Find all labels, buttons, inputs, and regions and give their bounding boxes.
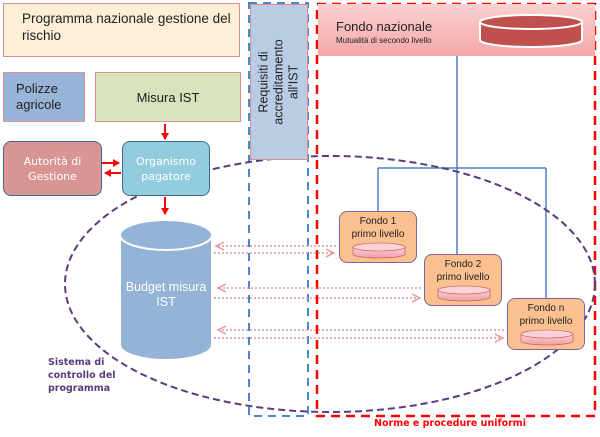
fondo-1-label-1: Fondo 1 (359, 216, 397, 227)
autorita-label-2: Gestione (28, 169, 77, 183)
organismo-label-2: pagatore (141, 169, 191, 183)
autorita-label-1: Autorità di (23, 154, 82, 168)
fondo-2-label-1: Fondo 2 (444, 259, 482, 270)
database-icon (479, 14, 583, 48)
organismo-label-1: Organismo (136, 154, 196, 168)
fondo-nazionale-box: Fondo nazionale Mutualità di secondo liv… (318, 4, 595, 56)
database-icon (520, 329, 574, 346)
budget-label: Budget misura IST (120, 280, 212, 310)
programma-label: Programma nazionale gestione del rischio (22, 11, 231, 43)
sistema-label-3: programma (48, 383, 111, 394)
programma-box: Programma nazionale gestione del rischio (3, 3, 240, 57)
organismo-pagatore-box: Organismo pagatore (122, 141, 210, 196)
polizze-box: Polizze agricole (3, 72, 85, 122)
autorita-gestione-box: Autorità di Gestione (3, 141, 102, 196)
fondo-2-label-2: primo livello (436, 272, 490, 283)
requisiti-frame (248, 2, 309, 417)
fondo-n-box: Fondo n primo livello (507, 298, 585, 350)
sistema-label-2: controllo del (48, 370, 116, 381)
flow-arrows (102, 124, 169, 215)
budget-label-2: IST (156, 295, 176, 309)
tree-lines (377, 56, 547, 298)
misura-ist-label: Misura IST (136, 89, 200, 105)
misura-ist-box: Misura IST (95, 72, 241, 122)
fondo-nazionale-title: Fondo nazionale (336, 19, 433, 34)
requisiti-label-1: Requisiti di accreditamento (256, 39, 286, 125)
norme-label: Norme e procedure uniformi (374, 418, 526, 429)
sistema-label-1: Sistema di (48, 357, 105, 368)
sistema-controllo-ellipse (64, 155, 596, 413)
norme-frame (315, 2, 597, 418)
sistema-controllo-label: Sistema di controllo del programma (48, 356, 148, 395)
fondo-nazionale-subtitle: Mutualità di secondo livello (336, 36, 432, 45)
polizze-label-2: agricole (16, 97, 62, 112)
fondo-1-label-2: primo livello (351, 229, 405, 240)
fondo-n-label-1: Fondo n (527, 303, 565, 314)
budget-cylinder (119, 219, 213, 361)
requisiti-box: Requisiti di accreditamento all'IST (250, 4, 308, 160)
fondo-n-label-2: primo livello (519, 316, 573, 327)
requisiti-label-2: all'IST (286, 64, 301, 100)
budget-label-1: Budget misura (125, 280, 207, 294)
fondo-2-box: Fondo 2 primo livello (424, 254, 502, 306)
database-icon (352, 242, 406, 259)
fondo-1-box: Fondo 1 primo livello (339, 211, 417, 263)
fund-links (214, 246, 504, 338)
polizze-label-1: Polizze (16, 81, 58, 96)
database-icon (437, 285, 491, 302)
